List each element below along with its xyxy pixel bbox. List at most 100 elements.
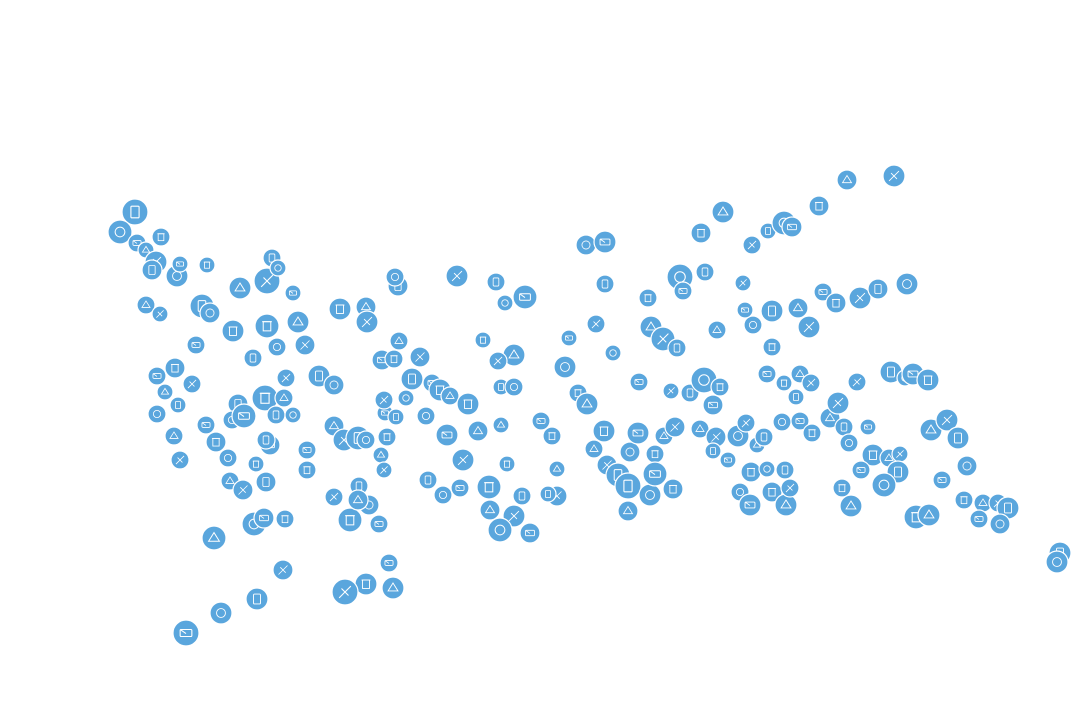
scissors-icon bbox=[736, 301, 754, 319]
bubble bbox=[772, 412, 792, 432]
bubble bbox=[385, 267, 405, 287]
bubble bbox=[711, 200, 735, 224]
chat-icon bbox=[575, 392, 599, 416]
paper-plane-icon bbox=[629, 372, 649, 392]
bubble bbox=[228, 276, 252, 300]
wrench-icon bbox=[542, 426, 562, 446]
bubble bbox=[199, 302, 221, 324]
pencil-icon bbox=[882, 164, 906, 188]
bubble bbox=[595, 274, 615, 294]
wrench-icon bbox=[743, 315, 763, 335]
bubble bbox=[218, 448, 238, 468]
bubble bbox=[151, 227, 171, 247]
phone-icon bbox=[754, 427, 774, 447]
bubble bbox=[504, 377, 524, 397]
bubble bbox=[356, 430, 376, 450]
folder-icon bbox=[834, 417, 854, 437]
lightbulb-icon bbox=[638, 483, 662, 507]
tablet-icon bbox=[450, 478, 470, 498]
bubble bbox=[347, 489, 369, 511]
clock-icon bbox=[467, 420, 489, 442]
lightbulb-icon bbox=[707, 320, 727, 340]
bubble bbox=[474, 331, 492, 349]
bubble bbox=[136, 295, 156, 315]
speaker-icon bbox=[851, 460, 871, 480]
folder-icon bbox=[781, 216, 803, 238]
bubble bbox=[775, 374, 793, 392]
bubble bbox=[839, 433, 859, 453]
bubble bbox=[245, 587, 269, 611]
clock-icon bbox=[758, 460, 776, 478]
stack-icon bbox=[935, 408, 959, 432]
cloud-icon bbox=[690, 419, 710, 439]
bubble bbox=[825, 292, 847, 314]
bubble bbox=[323, 374, 345, 396]
bubble bbox=[169, 396, 187, 414]
bubble bbox=[604, 344, 622, 362]
chat-icon bbox=[673, 281, 693, 301]
bubble bbox=[243, 348, 263, 368]
bubble bbox=[867, 278, 889, 300]
bubble bbox=[221, 319, 245, 343]
bubble bbox=[614, 472, 642, 500]
bubble bbox=[440, 386, 460, 406]
bubble bbox=[498, 455, 516, 473]
chat-icon bbox=[662, 382, 680, 400]
folder-icon bbox=[169, 396, 187, 414]
glasses-icon bbox=[710, 377, 730, 397]
chart-icon bbox=[251, 384, 279, 412]
bubble bbox=[467, 420, 489, 442]
tablet-icon bbox=[255, 471, 277, 493]
download-icon bbox=[531, 411, 551, 431]
trash-icon bbox=[107, 219, 133, 245]
lock-icon bbox=[221, 319, 245, 343]
lightbulb-icon bbox=[284, 284, 302, 302]
chat-icon bbox=[476, 474, 502, 500]
paper-plane-icon bbox=[198, 256, 216, 274]
trash-icon bbox=[954, 490, 974, 510]
bubble bbox=[256, 430, 276, 450]
lock-icon bbox=[274, 388, 294, 408]
bubble bbox=[592, 419, 616, 443]
chart-icon bbox=[832, 478, 852, 498]
disc-icon bbox=[553, 355, 577, 379]
calculator-icon bbox=[667, 338, 687, 358]
bubble bbox=[802, 423, 822, 443]
bubble bbox=[255, 471, 277, 493]
bubble bbox=[286, 310, 310, 334]
bubble bbox=[476, 474, 502, 500]
lightbulb-icon bbox=[451, 448, 475, 472]
glasses-icon bbox=[593, 230, 617, 254]
tablet-icon bbox=[617, 500, 639, 522]
chat-icon bbox=[243, 348, 263, 368]
paper-plane-icon bbox=[355, 310, 379, 334]
stack-icon bbox=[695, 262, 715, 282]
bubble bbox=[397, 389, 415, 407]
bubble bbox=[486, 272, 506, 292]
folder-icon bbox=[989, 513, 1011, 535]
bubble bbox=[416, 406, 436, 426]
magnifier-icon bbox=[474, 331, 492, 349]
bubble bbox=[619, 441, 641, 463]
chart-icon bbox=[331, 578, 359, 606]
trash-icon bbox=[595, 274, 615, 294]
trash-icon bbox=[347, 489, 369, 511]
disc-icon bbox=[734, 274, 752, 292]
chart-icon bbox=[374, 390, 394, 410]
user-icon bbox=[867, 278, 889, 300]
bubble bbox=[377, 427, 397, 447]
chat-icon bbox=[369, 514, 389, 534]
bubble bbox=[297, 460, 317, 480]
trash-icon bbox=[147, 366, 167, 386]
lock-icon bbox=[797, 315, 821, 339]
bubble bbox=[456, 392, 480, 416]
bubble bbox=[487, 517, 513, 543]
bubble bbox=[946, 426, 970, 450]
bubble bbox=[274, 388, 294, 408]
speaker-icon bbox=[440, 386, 460, 406]
bubble bbox=[164, 357, 186, 379]
bubble bbox=[284, 406, 302, 424]
bubble bbox=[956, 455, 978, 477]
bubble bbox=[512, 486, 532, 506]
envelope-icon bbox=[969, 509, 989, 529]
